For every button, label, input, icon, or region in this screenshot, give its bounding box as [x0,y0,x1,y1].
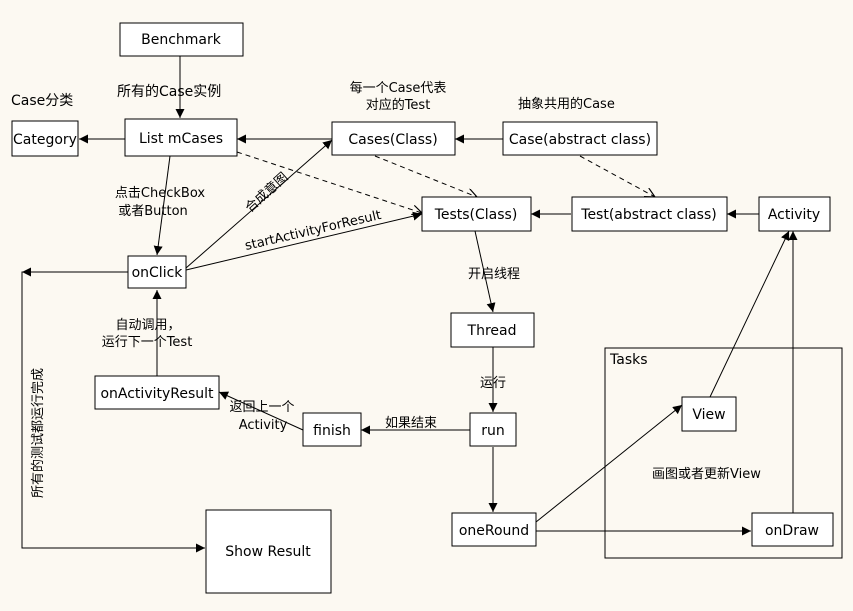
label-return-prev-line2: Activity [239,418,288,433]
edge-oneround-to-view [535,404,683,523]
onclick-label: onClick [132,265,184,281]
edge-onclick-to-show-result [21,271,205,553]
tasks-group-title: Tasks [609,352,648,368]
cases-class-label: Cases(Class) [348,132,437,148]
edge-onclick-to-tests [185,211,423,271]
edge-list-to-tests-dashed [236,151,422,213]
edge-view-to-activity [709,230,790,398]
view-box[interactable] [681,396,737,432]
label-return-prev-line1: 返回上一个 [229,400,294,415]
activity-label: Activity [768,207,820,223]
on-draw-label: onDraw [765,523,819,539]
label-click-checkbox-line1: 点击CheckBox [115,186,205,201]
label-click-checkbox-line2: 或者Button [118,204,188,219]
edge-finish-to-onactivityresult [218,391,304,431]
run-box[interactable] [469,412,517,447]
label-compose-intent: 合成意图 [242,169,291,216]
test-abstract-box[interactable] [571,196,728,232]
run-label: run [481,423,505,439]
category-label: Category [13,132,77,148]
finish-box[interactable] [302,412,362,447]
show-result-box[interactable] [205,509,332,594]
label-each-case-line1: 每一个Case代表 [350,80,447,96]
on-draw-box[interactable] [751,512,834,547]
label-all-case-instances: 所有的Case实例 [117,84,221,100]
list-mcases-label: List mCases [139,131,223,147]
activity-box[interactable] [758,196,831,232]
tests-class-label: Tests(Class) [434,207,518,223]
on-activity-result-box[interactable] [94,375,220,410]
finish-label: finish [313,423,351,439]
label-each-case-line2: 对应的Test [366,97,431,113]
thread-label: Thread [467,323,517,339]
label-start-activity-for-result: startActivityForResult [244,208,383,254]
tasks-group [604,347,843,559]
benchmark-label: Benchmark [141,32,222,48]
thread-box[interactable] [450,312,535,348]
label-all-tests-done: 所有的测试都运行完成 [30,368,46,498]
label-run: 运行 [480,376,506,391]
edge-list-to-onclick [153,155,171,256]
label-auto-call-line2: 运行下一个Test [102,335,193,350]
benchmark-box[interactable] [119,22,244,57]
label-case-category: Case分类 [11,93,73,109]
edge-tests-to-thread [474,230,496,313]
label-start-thread: 开启线程 [468,267,520,282]
one-round-box[interactable] [451,512,537,547]
list-mcases-box[interactable] [124,118,238,157]
show-result-label: Show Result [225,544,311,560]
label-abstract-shared-case: 抽象共用的Case [518,96,615,112]
case-abstract-box[interactable] [502,121,658,156]
label-draw-or-update: 画图或者更新View [652,466,761,482]
case-abstract-label: Case(abstract class) [509,132,651,148]
edge-case-abstract-to-test-abstract-dashed [579,155,655,197]
test-abstract-label: Test(abstract class) [580,207,716,223]
edge-cases-to-tests-dashed [374,155,477,197]
view-label: View [692,407,725,423]
cases-class-box[interactable] [331,121,456,156]
edge-onclick-to-cases [185,139,333,269]
label-auto-call-line1: 自动调用， [115,318,180,333]
onclick-box[interactable] [127,255,187,289]
one-round-label: oneRound [459,523,529,539]
category-box[interactable] [11,120,79,157]
label-if-finished: 如果结束 [385,415,437,431]
on-activity-result-label: onActivityResult [100,386,214,402]
tests-class-box[interactable] [421,196,532,232]
